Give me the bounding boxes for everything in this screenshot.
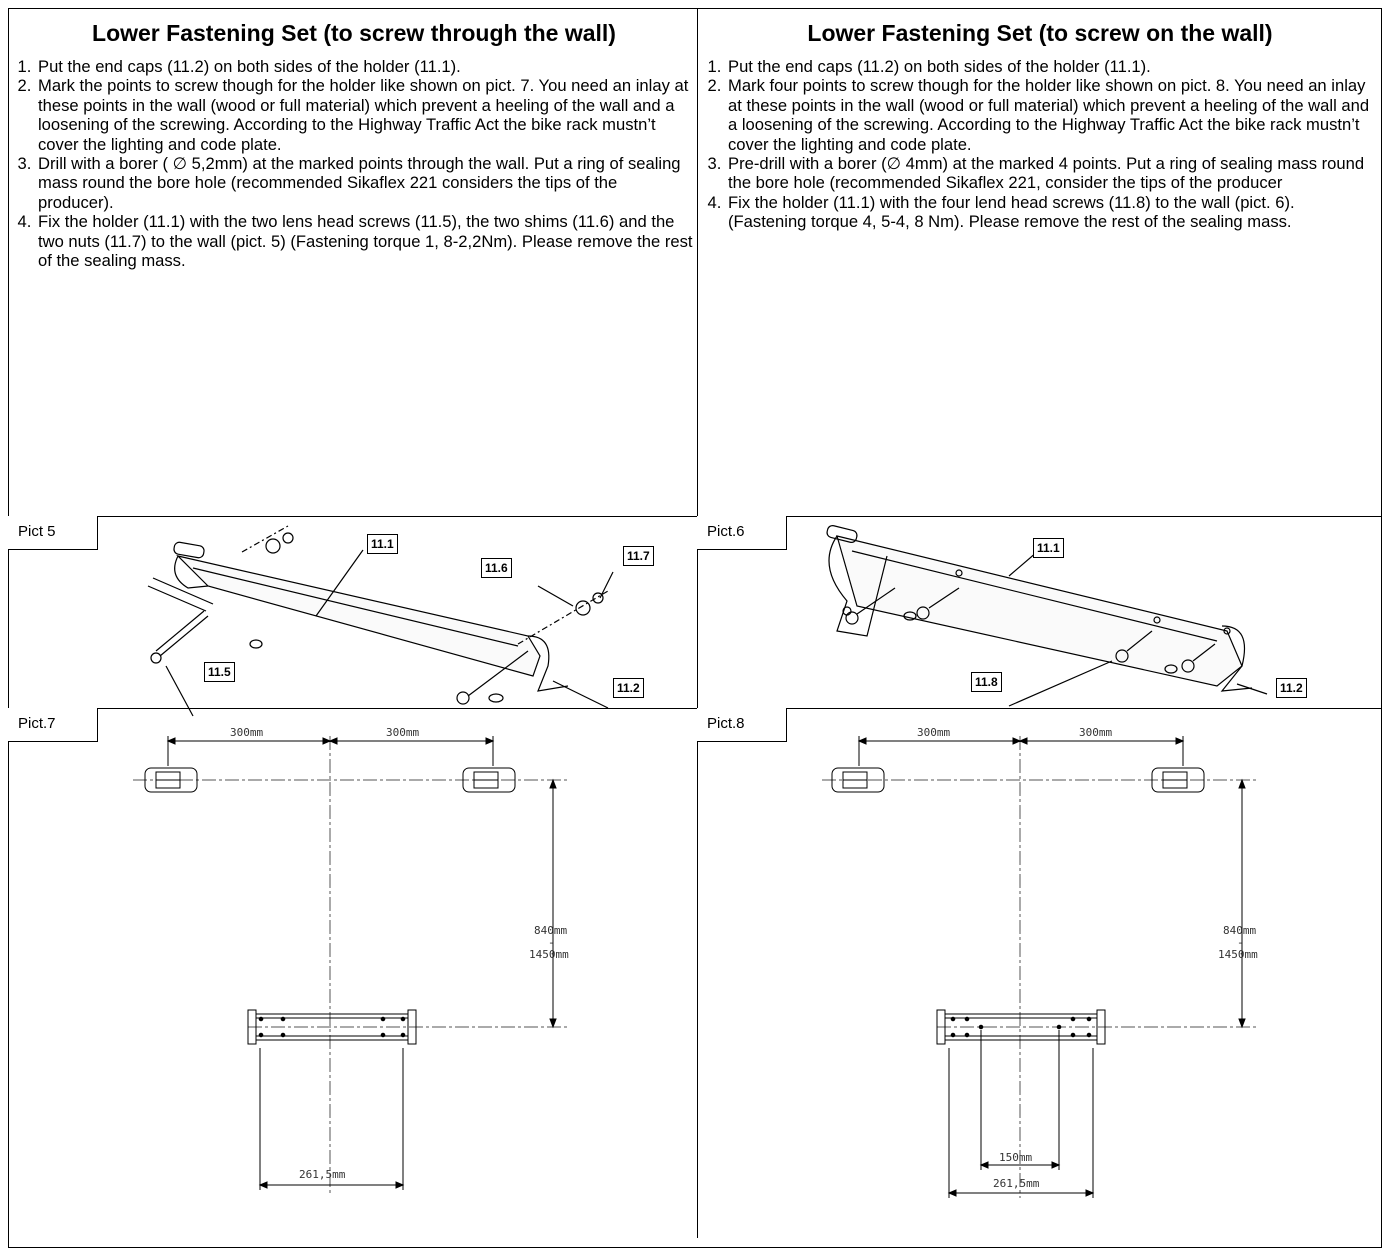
left-step-1: Put the end caps (11.2) on both sides of… <box>36 57 694 76</box>
pict-6-label: Pict.6 <box>697 516 787 550</box>
left-heading: Lower Fastening Set (to screw through th… <box>92 20 616 46</box>
column-divider <box>697 8 698 1238</box>
dim-top-left: 300mm <box>230 726 263 739</box>
callout-11-2: 11.2 <box>613 678 644 698</box>
right-step-1: Put the end caps (11.2) on both sides of… <box>726 57 1376 76</box>
dim-height-1: 840mm <box>534 924 567 937</box>
left-instructions: Lower Fastening Set (to screw through th… <box>14 20 694 270</box>
callout-11-8: 11.8 <box>971 672 1002 692</box>
callout-11-2: 11.2 <box>1276 678 1307 698</box>
right-instructions: Lower Fastening Set (to screw on the wal… <box>704 20 1376 232</box>
row-divider-1 <box>8 516 1382 517</box>
left-step-2: Mark the points to screw though for the … <box>36 76 694 154</box>
pict-8-dimension-drawing: 300mm 300mm 840mm - 1450mm 150mm 261,5mm <box>822 726 1258 1198</box>
left-steps: Put the end caps (11.2) on both sides of… <box>14 57 694 270</box>
dim-width: 261,5mm <box>993 1177 1040 1190</box>
dim-top-left: 300mm <box>917 726 950 739</box>
left-step-4: Fix the holder (11.1) with the two lens … <box>36 212 694 270</box>
dim-width: 261,5mm <box>299 1168 346 1181</box>
callout-11-1: 11.1 <box>367 534 398 554</box>
row-divider-2 <box>8 708 1382 709</box>
right-step-3: Pre-drill with a borer (∅ 4mm) at the ma… <box>726 154 1376 193</box>
pict-5-label: Pict 5 <box>8 516 98 550</box>
dim-inner: 150mm <box>999 1151 1032 1164</box>
dim-top-right: 300mm <box>1079 726 1112 739</box>
callout-11-6: 11.6 <box>481 558 512 578</box>
right-steps: Put the end caps (11.2) on both sides of… <box>704 57 1376 232</box>
left-step-3: Drill with a borer ( ∅ 5,2mm) at the mar… <box>36 154 694 212</box>
pict-8-label: Pict.8 <box>697 708 787 742</box>
callout-11-5: 11.5 <box>204 662 235 682</box>
dim-height-2: 1450mm <box>529 948 569 961</box>
right-step-2: Mark four points to screw though for the… <box>726 76 1376 154</box>
pict-6-holder-illustration <box>826 525 1268 707</box>
dim-height-dash: - <box>548 936 555 949</box>
dim-height-1: 840mm <box>1223 924 1256 937</box>
pict-7-dimension-drawing: 300mm 300mm 840mm - 1450mm 261,5mm <box>133 726 569 1193</box>
dim-top-right: 300mm <box>386 726 419 739</box>
dim-height-2: 1450mm <box>1218 948 1258 961</box>
right-heading: Lower Fastening Set (to screw on the wal… <box>807 20 1273 46</box>
callout-11-7: 11.7 <box>623 546 654 566</box>
callout-11-1: 11.1 <box>1033 538 1064 558</box>
pict-7-label: Pict.7 <box>8 708 98 742</box>
pict-5-holder-illustration <box>147 525 614 717</box>
right-step-4: Fix the holder (11.1) with the four lend… <box>726 193 1376 232</box>
dim-height-dash: - <box>1237 936 1244 949</box>
